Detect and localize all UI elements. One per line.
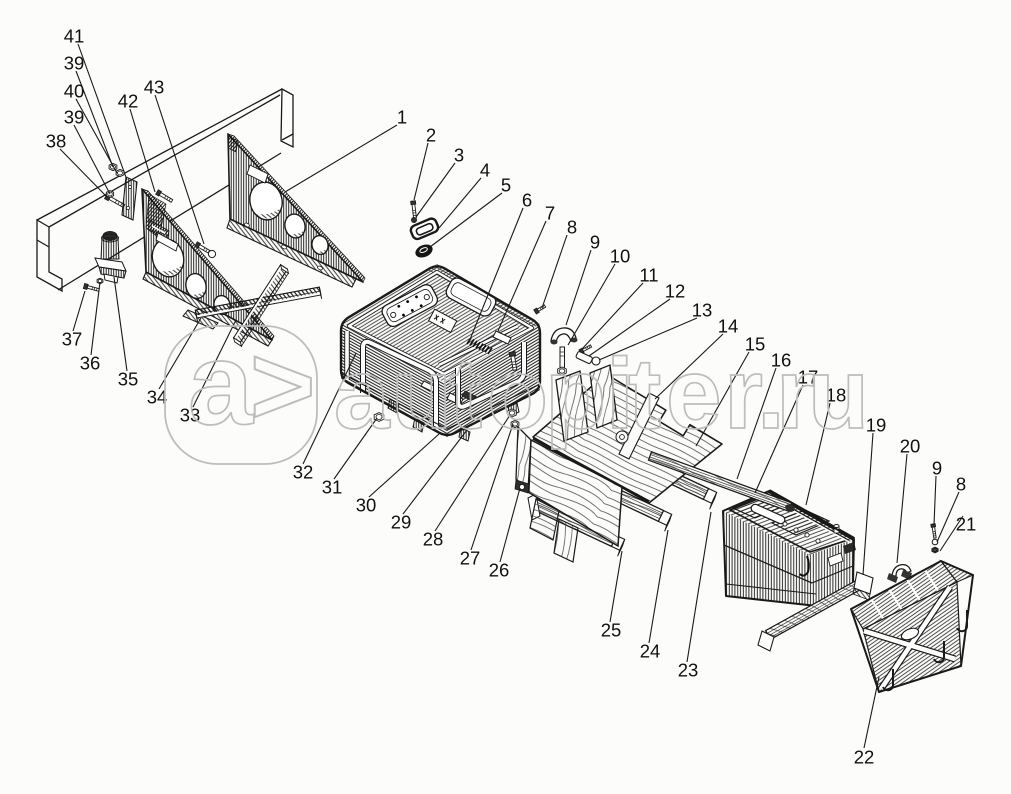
svg-text:4: 4	[480, 160, 490, 181]
svg-text:26: 26	[489, 560, 510, 581]
svg-text:o: o	[487, 338, 548, 450]
svg-text:27: 27	[460, 548, 481, 569]
svg-text:8: 8	[956, 474, 966, 495]
svg-text:11: 11	[639, 265, 658, 286]
svg-text:p: p	[545, 338, 606, 450]
svg-text:14: 14	[718, 316, 739, 337]
svg-text:25: 25	[601, 620, 622, 641]
svg-text:20: 20	[900, 436, 921, 457]
svg-text:e: e	[666, 338, 722, 450]
svg-text:40: 40	[64, 81, 85, 102]
svg-text:7: 7	[545, 203, 555, 224]
svg-text:32: 32	[293, 462, 314, 483]
svg-text:13: 13	[692, 300, 713, 321]
svg-text:24: 24	[640, 641, 661, 662]
svg-text:3: 3	[454, 145, 464, 166]
svg-text:>: >	[250, 323, 315, 448]
svg-text:39: 39	[64, 107, 85, 128]
svg-text:35: 35	[118, 369, 139, 390]
svg-text:1: 1	[397, 107, 407, 128]
svg-text:22: 22	[854, 747, 875, 768]
svg-text:39: 39	[64, 53, 85, 74]
svg-text:6: 6	[522, 190, 532, 211]
svg-text:30: 30	[356, 495, 377, 516]
svg-text:21: 21	[956, 514, 977, 535]
svg-text:10: 10	[610, 246, 631, 267]
svg-text:9: 9	[932, 458, 942, 479]
svg-text:36: 36	[80, 353, 101, 374]
svg-text:u: u	[808, 338, 869, 450]
svg-text:28: 28	[423, 529, 444, 550]
svg-text:43: 43	[144, 77, 165, 98]
svg-text:41: 41	[64, 26, 85, 47]
svg-text:42: 42	[118, 91, 139, 112]
svg-text:9: 9	[590, 232, 600, 253]
svg-text:12: 12	[665, 281, 686, 302]
svg-text:31: 31	[322, 477, 343, 498]
svg-text:2: 2	[426, 125, 436, 146]
svg-text:37: 37	[62, 329, 83, 350]
svg-text:8: 8	[567, 217, 577, 238]
svg-text:23: 23	[678, 660, 699, 681]
svg-text:u: u	[391, 338, 452, 450]
svg-text:38: 38	[46, 131, 67, 152]
svg-text:a: a	[334, 338, 391, 450]
svg-text:a: a	[188, 318, 254, 449]
svg-text:t: t	[449, 338, 482, 450]
svg-text:5: 5	[501, 175, 511, 196]
svg-text:t: t	[628, 338, 661, 450]
svg-text:29: 29	[391, 512, 412, 533]
